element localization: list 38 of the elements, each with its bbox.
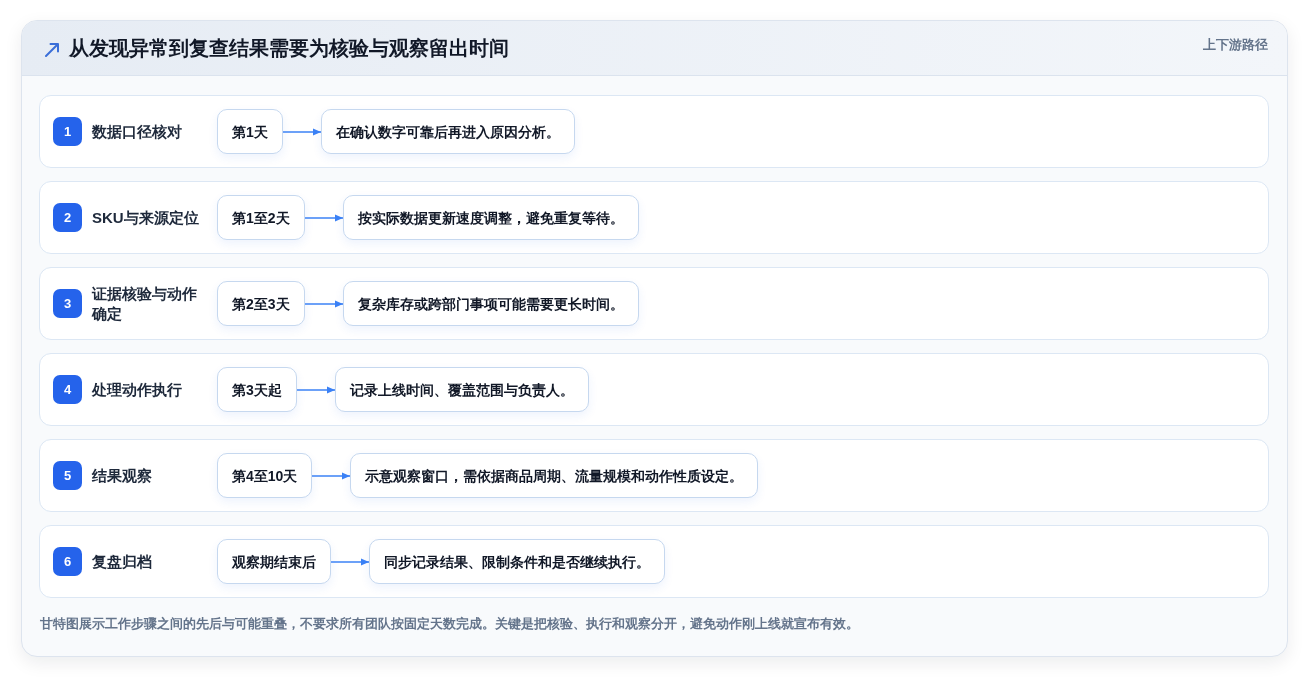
header-note: 上下游路径 <box>1203 36 1268 54</box>
duration-box: 第4至10天 <box>217 453 313 498</box>
step-name: 处理动作执行 <box>92 379 183 400</box>
arrow <box>330 558 370 565</box>
step-row <box>39 95 1269 168</box>
step-row <box>39 267 1269 340</box>
description-box: 同步记录结果、限制条件和是否继续执行。 <box>369 539 665 584</box>
description-box: 在确认数字可靠后再进入原因分析。 <box>320 109 575 154</box>
description-box: 复杂库存或跨部门事项可能需要更长时间。 <box>342 281 639 326</box>
description-box: 示意观察窗口，需依据商品周期、流量规模和动作性质设定。 <box>350 453 759 498</box>
duration-box: 第1天 <box>217 109 283 154</box>
arrow <box>303 214 344 221</box>
number-badge: 2 <box>53 203 82 232</box>
arrow <box>311 472 352 479</box>
step-name: 数据口径核对 <box>92 121 183 142</box>
arrow <box>282 128 322 135</box>
step-name: SKU与来源定位 <box>92 207 200 228</box>
arrow <box>296 386 336 393</box>
step-row <box>39 181 1269 254</box>
duration-box: 观察期结束后 <box>217 539 331 584</box>
number-badge: 5 <box>53 461 82 490</box>
step-row <box>39 439 1269 512</box>
description-box: 按实际数据更新速度调整，避免重复等待。 <box>342 195 639 240</box>
duration-box: 第2至3天 <box>217 281 305 326</box>
number-badge: 4 <box>53 375 82 404</box>
step-name: 复盘归档 <box>92 551 153 572</box>
number-badge: 6 <box>53 547 82 576</box>
title: 从发现异常到复查结果需要为核验与观察留出时间 <box>69 36 509 61</box>
number-badge: 3 <box>53 289 82 318</box>
number-badge: 1 <box>53 117 82 146</box>
step-name: 结果观察 <box>92 465 153 486</box>
step-row <box>39 525 1269 598</box>
description-box: 记录上线时间、覆盖范围与负责人。 <box>334 367 589 412</box>
duration-box: 第3天起 <box>217 367 297 412</box>
caption-note: 甘特图展示工作步骤之间的先后与可能重叠，不要求所有团队按固定天数完成。关键是把核验、执行和观察分开，避免动作刚上线就宣布有效。 <box>40 615 859 633</box>
step-row <box>39 353 1269 426</box>
duration-box: 第1至2天 <box>217 195 305 240</box>
step-name: 证据核验与动作确定 <box>92 283 198 324</box>
